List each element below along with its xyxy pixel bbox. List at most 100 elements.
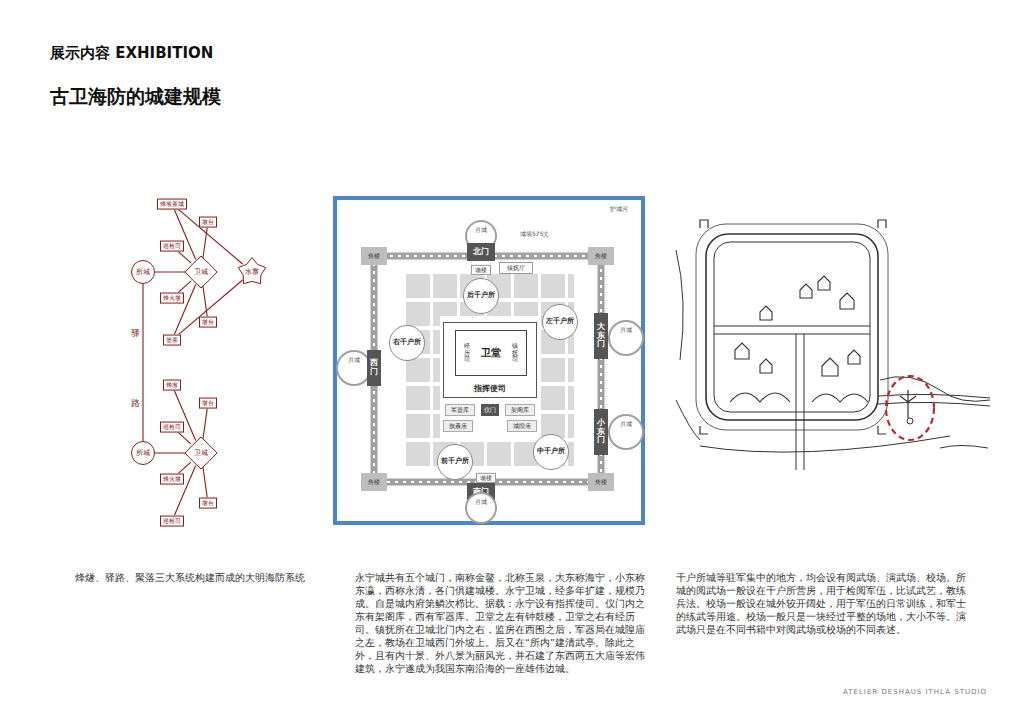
node-label: 旗纛庙: [449, 423, 467, 430]
node-label: 卫堂: [481, 347, 501, 359]
connector-line: [178, 281, 191, 292]
section-heading: 展示内容 EXHIBITION: [50, 45, 450, 62]
connector-line: [178, 251, 191, 262]
tower-box: 镇抚厅: [499, 262, 533, 274]
connector-line: [155, 271, 187, 272]
connector-line: [155, 452, 187, 453]
command-box: 指挥使司 经历司 卫堂 镇抚司: [443, 322, 537, 398]
node-label: 谯楼: [480, 475, 492, 481]
city-wall: [374, 256, 601, 482]
studio-credit: ATELIER DESHAUS ITHLA STUDIO: [843, 688, 987, 696]
connector-line: [178, 432, 191, 443]
node-label: 城隍庙: [513, 423, 531, 430]
node-label: 镇抚厅: [507, 265, 525, 271]
station-box: 巡检司: [160, 516, 184, 527]
caption-text: 永宁城共有五个城门，南称金鳌，北称玉泉，大东称海宁，小东称东瀛，西称永清，各门俱…: [355, 571, 647, 675]
page-title: 古卫海防的城建规模: [50, 84, 221, 110]
battalion-circle: 左千户所: [542, 304, 578, 340]
barbican-circle: 月城: [608, 414, 644, 450]
store-box: 旗纛庙: [443, 420, 473, 432]
node-label: 月城: [348, 357, 360, 364]
node-label: 仪门: [484, 407, 496, 414]
node-label: 所城: [136, 268, 150, 276]
star-shape: [185, 256, 217, 288]
node-label: 烽堠: [166, 382, 178, 389]
node-label: 经历司: [464, 343, 470, 363]
station-box: 巡检司: [160, 241, 184, 252]
node-label: 角楼: [368, 479, 380, 486]
caption-text: 烽燧、驿路、聚落三大系统构建而成的大明海防系统: [75, 571, 355, 584]
station-box: 墩台: [199, 398, 217, 409]
connector-line: [174, 209, 195, 259]
city-star: 水寨: [237, 257, 268, 288]
node-label: 谯楼: [475, 267, 487, 273]
highlight-ring: [886, 376, 934, 440]
caption-text: 千户所城等驻军集中的地方，均会设有阅武场、演武场、校场。所城的阅武场一般设在千户…: [676, 571, 968, 636]
road-label: 路: [131, 398, 140, 408]
old-map: [676, 220, 990, 470]
connector-line: [178, 462, 191, 473]
node-label: 左千户所: [546, 318, 574, 325]
connector-line: [142, 284, 143, 441]
battalion-circle: 右千户所: [389, 325, 425, 361]
station-box: 墩台: [199, 317, 217, 328]
road-label: 驿: [131, 328, 140, 338]
station-box: 烽火墩: [160, 474, 184, 485]
battalion-circle: 后千户所: [463, 278, 499, 314]
node-label: 镇抚司: [512, 343, 518, 363]
court-ground: [440, 316, 540, 440]
node-label: 前千户所: [441, 458, 469, 465]
connector-line: [178, 209, 242, 264]
battalion-circle: 前千户所: [437, 444, 473, 480]
tower-box: 谯楼: [471, 265, 491, 275]
station-box: 墩台: [199, 217, 217, 228]
node-label: 水寨: [245, 268, 259, 276]
barbican-circle: 月城: [608, 320, 644, 356]
gate-box: 小东门: [594, 409, 608, 455]
moat-label: 护城河: [610, 206, 628, 213]
node-label: 卫城: [194, 268, 208, 276]
connector-line: [174, 390, 195, 440]
wall-crenel: [374, 256, 601, 482]
battalion-circle: 中千户所: [533, 434, 569, 470]
gate-box: 北门: [467, 243, 495, 261]
inner-gate: 仪门: [481, 404, 499, 416]
node-label: 巡检司: [163, 243, 181, 250]
fort-circle: 所城: [131, 441, 155, 465]
city-star: 卫城: [184, 436, 218, 470]
node-label: 中千户所: [537, 448, 565, 455]
station-box: 烽堠寨城: [157, 199, 187, 210]
node-label: 墩台: [202, 500, 214, 507]
plan-frame: [335, 198, 643, 523]
node-label: 北门: [473, 247, 489, 256]
node-label: 月城: [620, 327, 632, 334]
node-label: 指挥使司: [474, 384, 506, 393]
connector-line: [203, 408, 207, 439]
node-label: 堡寨: [166, 337, 178, 344]
node-label: 月城: [475, 499, 487, 506]
node-label: 烽火墩: [163, 476, 181, 483]
wall-length: 城墙575丈: [520, 231, 549, 238]
station-box: 墩台: [199, 498, 217, 509]
node-label: 烽火墩: [163, 295, 181, 302]
store-box: 架阁库: [505, 404, 535, 416]
node-label: 巡检司: [163, 424, 181, 431]
node-label: 墩台: [202, 400, 214, 407]
node-label: 军器库: [451, 407, 469, 414]
node-label: 大东门: [597, 323, 605, 349]
star-shape: [238, 258, 265, 284]
tower-box: 谯楼: [476, 473, 496, 483]
corner-tower: 角楼: [588, 247, 614, 265]
node-label: 墩台: [202, 319, 214, 326]
node-label: 卫城: [194, 449, 208, 457]
corner-tower: 角楼: [588, 473, 614, 491]
station-box: 烽堠: [163, 380, 181, 391]
store-box: 城隍庙: [507, 420, 537, 432]
gate-box: 大东门: [594, 313, 608, 359]
node-label: 角楼: [595, 479, 607, 486]
station-box: 烽火墩: [160, 293, 184, 304]
city-star: 卫城: [184, 255, 218, 289]
station-box: 堡寨: [163, 335, 181, 346]
node-label: 后千户所: [467, 292, 495, 299]
barbican-circle: 月城: [465, 492, 497, 524]
